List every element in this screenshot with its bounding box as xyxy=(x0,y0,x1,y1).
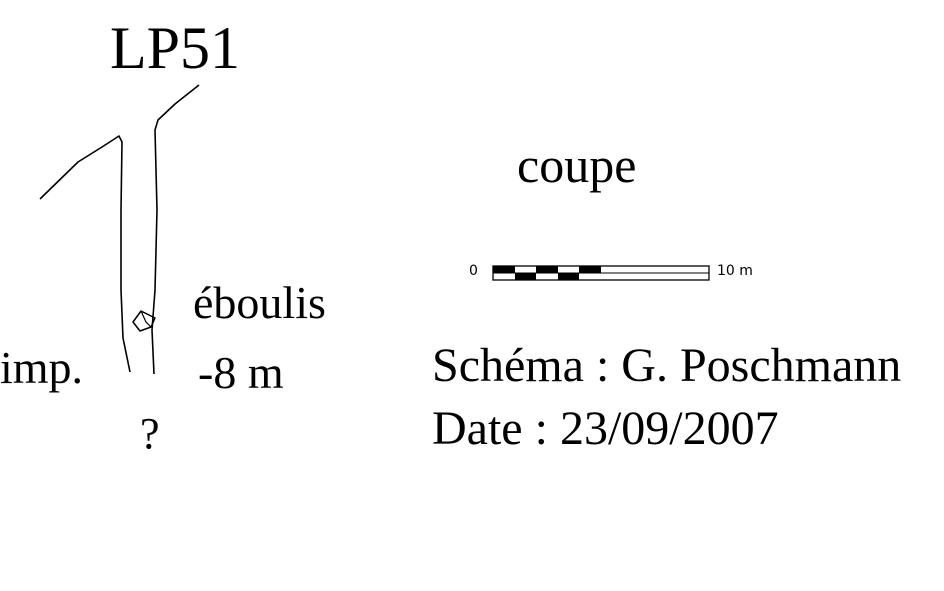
scale-seg-4-bottom xyxy=(558,273,579,280)
cave-id-title: LP51 xyxy=(110,15,241,81)
debris-block-detail xyxy=(140,310,152,328)
scale-seg-1-top xyxy=(493,266,515,273)
debris-block-icon xyxy=(132,310,156,332)
unknown-continuation-label: ? xyxy=(140,409,160,458)
shaft-left-wall xyxy=(39,135,131,373)
scale-end-label: 10 m xyxy=(717,263,753,279)
scale-start-label: 0 xyxy=(469,263,478,279)
survey-date: Date : 23/09/2007 xyxy=(432,402,779,455)
impassable-label: imp. xyxy=(0,342,84,393)
scale-seg-3-top xyxy=(536,266,558,273)
scale-seg-5-top xyxy=(579,266,601,273)
scale-seg-2-bottom xyxy=(515,273,536,280)
view-type-label: coupe xyxy=(517,137,637,193)
debris-label: éboulis xyxy=(193,277,326,328)
author-credit: Schéma : G. Poschmann xyxy=(432,339,902,392)
depth-label: -8 m xyxy=(198,347,284,398)
